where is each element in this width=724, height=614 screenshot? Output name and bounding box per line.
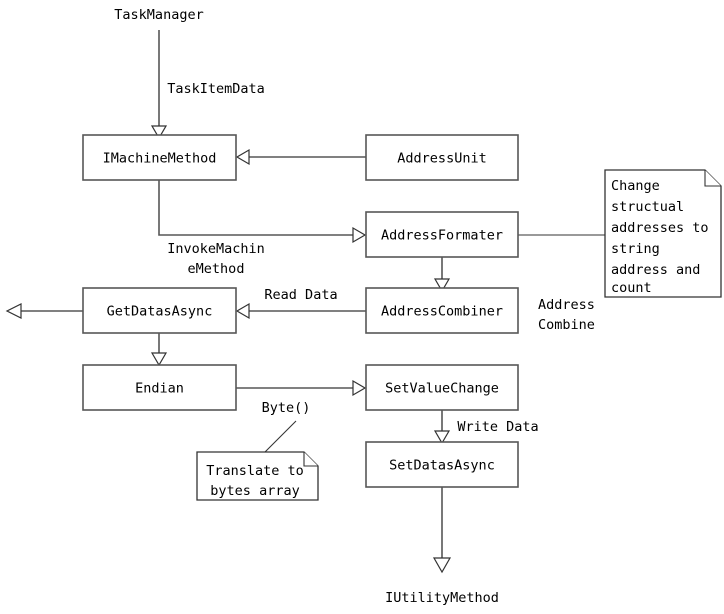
arrow-head-right-icon bbox=[352, 379, 367, 397]
node-box[interactable] bbox=[365, 134, 519, 181]
edge-getdatasasync-to-exit bbox=[5, 303, 83, 319]
node-label: AddressCombiner bbox=[381, 304, 503, 320]
arrow-head-left-icon bbox=[235, 148, 250, 166]
nodes-layer: IMachineMethod AddressUnit AddressFormat… bbox=[82, 134, 519, 488]
arrow-head-left-icon bbox=[5, 303, 22, 319]
edge-label-address-combine-line2: Combine bbox=[538, 317, 595, 333]
edges-layer bbox=[5, 30, 605, 574]
edge-label-address-combine-line1: Address bbox=[538, 297, 595, 313]
node-setvaluechange[interactable]: SetValueChange bbox=[365, 364, 519, 411]
edge-addresscombiner-to-getdatasasync bbox=[235, 302, 366, 320]
edge-imachinemethod-to-addressformater bbox=[158, 180, 367, 244]
notes-layer: Change structual addresses to string add… bbox=[196, 169, 722, 501]
node-box[interactable] bbox=[82, 134, 237, 181]
node-addressunit[interactable]: AddressUnit bbox=[365, 134, 519, 181]
arrow-head-left-icon bbox=[235, 302, 250, 320]
endpoints-layer: TaskManager IUtilityMethod bbox=[114, 7, 499, 606]
note-line: address and bbox=[611, 262, 700, 278]
note-body[interactable] bbox=[604, 169, 722, 298]
arrow-head-down-icon bbox=[433, 278, 451, 293]
note-line: addresses to bbox=[611, 220, 709, 236]
node-getdatasasync[interactable]: GetDatasAsync bbox=[82, 287, 237, 334]
edge-label-taskitemdata: TaskItemData bbox=[167, 81, 265, 97]
node-label: SetValueChange bbox=[385, 381, 499, 397]
note-line: Translate to bbox=[206, 463, 304, 479]
edge-label-write-data: Write Data bbox=[457, 419, 538, 435]
endpoint-label-taskmanager: TaskManager bbox=[114, 7, 203, 23]
node-setdatasasync[interactable]: SetDatasAsync bbox=[365, 441, 519, 488]
node-box[interactable] bbox=[365, 211, 519, 258]
arrow-head-down-icon bbox=[432, 557, 452, 574]
node-imachinemethod[interactable]: IMachineMethod bbox=[82, 134, 237, 181]
node-label: IMachineMethod bbox=[103, 151, 217, 167]
node-label: AddressFormater bbox=[381, 228, 503, 244]
node-box[interactable] bbox=[82, 287, 237, 334]
node-label: Endian bbox=[135, 381, 184, 397]
node-box[interactable] bbox=[365, 287, 519, 334]
edge-addressunit-to-imachinemethod bbox=[235, 148, 366, 166]
note-address-change[interactable]: Change structual addresses to string add… bbox=[604, 169, 722, 298]
note-line: Change bbox=[611, 178, 660, 194]
edge-taskmanager-to-imachinemethod bbox=[150, 30, 168, 140]
node-addresscombiner[interactable]: AddressCombiner bbox=[365, 287, 519, 334]
note-line: structual bbox=[611, 199, 684, 215]
endpoint-label-iutilitymethod: IUtilityMethod bbox=[385, 590, 499, 606]
note-body[interactable] bbox=[196, 451, 319, 501]
note-line: count bbox=[611, 280, 652, 296]
edge-label-byte-call: Byte() bbox=[262, 400, 311, 416]
node-endian[interactable]: Endian bbox=[82, 364, 237, 411]
note-fold-corner-icon bbox=[704, 170, 721, 187]
note-fold-corner-icon bbox=[303, 452, 318, 467]
note-line: bytes array bbox=[210, 483, 299, 499]
edge-addressformater-to-addresscombiner bbox=[433, 257, 451, 293]
node-addressformater[interactable]: AddressFormater bbox=[365, 211, 519, 258]
node-box[interactable] bbox=[365, 441, 519, 488]
arrow-head-right-icon bbox=[352, 226, 367, 244]
edge-labels-layer: TaskItemData InvokeMachin eMethod Read D… bbox=[167, 81, 595, 435]
note-translate-bytes[interactable]: Translate to bytes array bbox=[196, 451, 319, 501]
note-line: string bbox=[611, 241, 660, 257]
node-box[interactable] bbox=[365, 364, 519, 411]
edge-getdatasasync-to-endian bbox=[150, 333, 168, 367]
node-label: AddressUnit bbox=[397, 151, 486, 167]
edge-endian-to-setvaluechange bbox=[236, 379, 367, 397]
node-label: SetDatasAsync bbox=[389, 458, 495, 474]
edge-label-invokemachinemethod-line1: InvokeMachin bbox=[167, 241, 265, 257]
edge-setvaluechange-to-setdatasasync bbox=[433, 410, 451, 445]
edge-label-read-data: Read Data bbox=[264, 287, 337, 303]
arrow-head-down-icon bbox=[150, 125, 168, 140]
arrow-head-down-icon bbox=[150, 352, 168, 367]
node-box[interactable] bbox=[82, 364, 237, 411]
edge-line bbox=[158, 180, 354, 236]
edge-label-invokemachinemethod-line2: eMethod bbox=[188, 261, 245, 277]
edge-note-translate-leader bbox=[264, 420, 297, 453]
node-label: GetDatasAsync bbox=[107, 304, 213, 320]
edge-setdatasasync-to-iutilitymethod bbox=[432, 487, 452, 574]
arrow-head-down-icon bbox=[433, 430, 451, 445]
